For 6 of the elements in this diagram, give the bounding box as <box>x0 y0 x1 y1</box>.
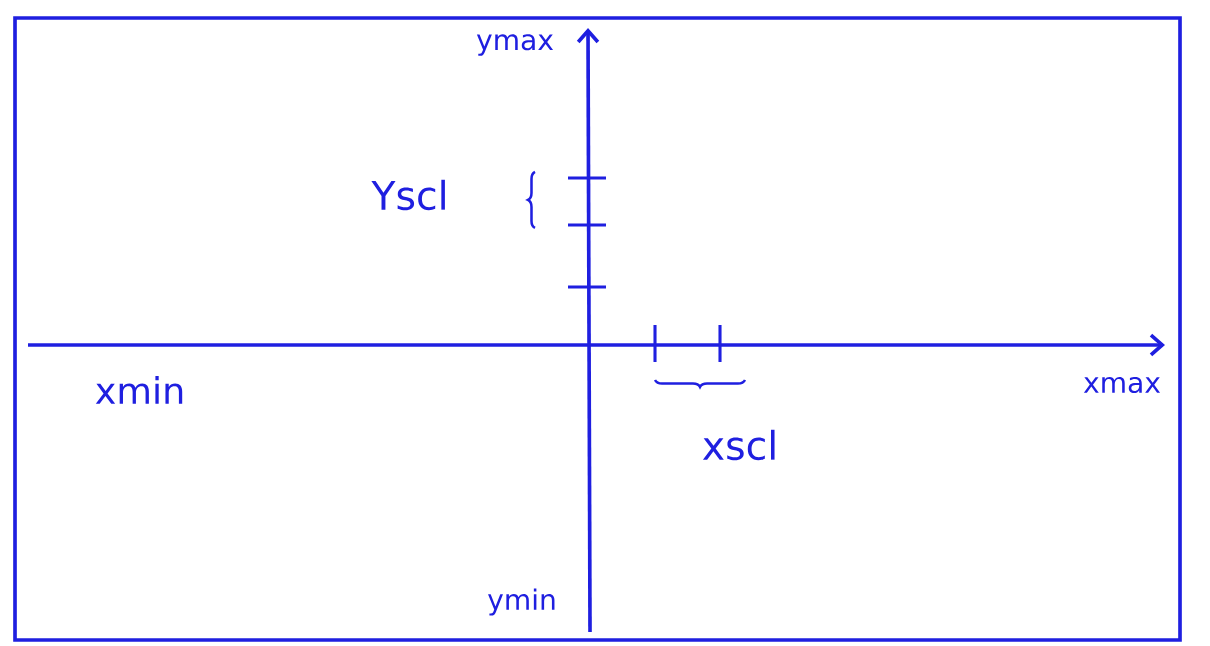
axis-label: Yscl <box>371 179 445 211</box>
axis-label: ymax <box>476 34 554 56</box>
axis-label: ymin <box>488 588 555 616</box>
axis-label: xmax <box>1083 376 1161 394</box>
axis-label: xmin <box>95 376 183 404</box>
axis-label: xscl <box>702 429 775 461</box>
